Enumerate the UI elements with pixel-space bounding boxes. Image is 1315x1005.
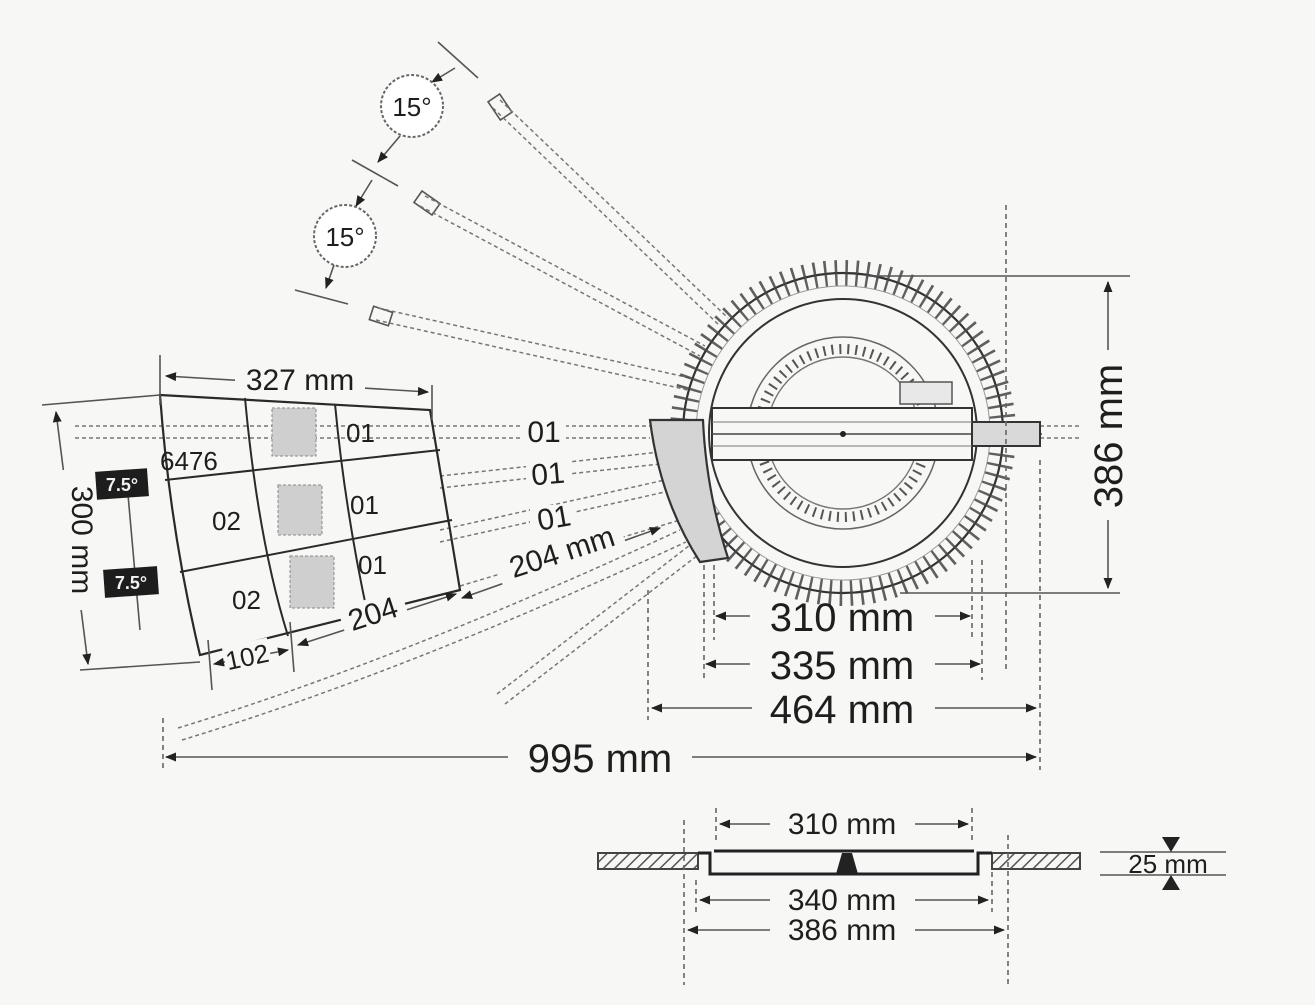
angle-badges: 7.5° 7.5°: [95, 468, 159, 631]
svg-text:25 mm: 25 mm: [1128, 849, 1207, 879]
turnout-block-1: [271, 407, 317, 457]
svg-text:102: 102: [223, 638, 272, 676]
svg-text:386 mm: 386 mm: [1087, 364, 1131, 509]
section-view: 310 mm 340 mm 386 mm 25 mm: [597, 808, 1226, 985]
depth-dimension: 25 mm: [1100, 837, 1226, 890]
angle-label-15-top: 15°: [380, 74, 444, 138]
angle-markers: 15° 15°: [294, 41, 479, 305]
turnout-block-2: [277, 484, 323, 536]
module-width-dimension: 327 mm: [159, 355, 433, 420]
svg-text:995 mm: 995 mm: [528, 737, 673, 781]
spoke-track-4: [439, 451, 661, 489]
svg-text:01: 01: [350, 490, 379, 520]
pivot-section: [836, 853, 858, 874]
svg-text:02: 02: [212, 506, 241, 536]
module-height-dimension: 300 mm: [41, 394, 201, 671]
svg-text:01: 01: [346, 418, 375, 448]
svg-text:386 mm: 386 mm: [788, 914, 896, 947]
pivot-point: [840, 431, 846, 437]
svg-text:7.5°: 7.5°: [106, 475, 138, 495]
svg-text:6476: 6476: [160, 446, 218, 476]
turntable-dimensions: 310 mm 335 mm 464 mm: [650, 596, 1038, 732]
spoke-track-2: [412, 189, 706, 357]
spoke-track-8: [177, 529, 687, 741]
svg-text:327 mm: 327 mm: [246, 364, 354, 397]
angle-label-15-bottom: 15°: [313, 204, 377, 268]
svg-text:15°: 15°: [392, 92, 431, 122]
svg-text:15°: 15°: [325, 222, 364, 252]
spoke-track-1: [486, 92, 729, 327]
turntable: 386 mm: [647, 205, 1131, 770]
svg-text:310 mm: 310 mm: [788, 808, 896, 841]
svg-text:310 mm: 310 mm: [770, 596, 915, 640]
svg-text:464 mm: 464 mm: [770, 688, 915, 732]
svg-text:7.5°: 7.5°: [115, 573, 147, 593]
spoke-track-3: [368, 305, 691, 391]
overall-length-dimension: 995 mm: [162, 718, 1038, 781]
svg-text:204: 204: [344, 591, 402, 638]
turntable-height-dimension: 386 mm: [866, 275, 1131, 594]
svg-text:340 mm: 340 mm: [788, 884, 896, 917]
svg-text:01: 01: [530, 457, 566, 493]
turnout-block-3: [289, 555, 335, 609]
svg-text:02: 02: [232, 585, 261, 615]
svg-text:300 mm: 300 mm: [65, 486, 98, 594]
siding-module: 6476 01 01 01 02 02 327 mm 300 mm 7.5°: [41, 355, 462, 691]
svg-text:335 mm: 335 mm: [770, 644, 915, 688]
radial-track-labels: 01 01 01 204 mm: [460, 416, 662, 599]
svg-text:01: 01: [527, 416, 560, 449]
svg-text:01: 01: [358, 550, 387, 580]
